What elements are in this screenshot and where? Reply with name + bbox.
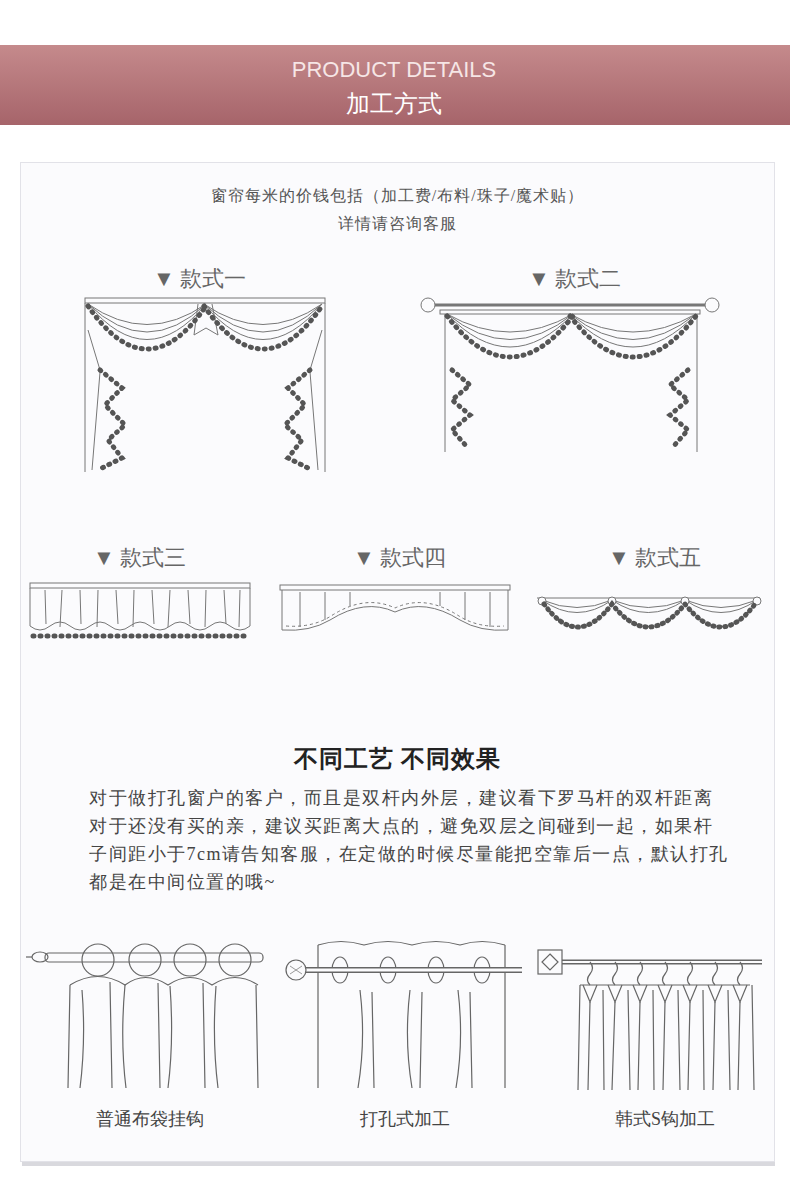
method-caption: 打孔式加工	[360, 1107, 450, 1131]
s-hook-curtain	[538, 950, 762, 1090]
service-note: 详情请咨询客服	[21, 214, 774, 235]
valance-style-three	[30, 583, 250, 630]
style-label: ▼ 款式五	[608, 543, 701, 573]
style-label: ▼ 款式四	[353, 543, 446, 573]
panel-ground	[20, 162, 775, 1162]
method-caption: 韩式S钩加工	[615, 1107, 715, 1131]
bead-fringe	[544, 604, 755, 627]
bead-fringe	[33, 634, 248, 639]
bead-fringe	[447, 316, 696, 448]
style-label: ▼ 款式一	[153, 264, 246, 294]
style-label: ▼ 款式三	[93, 543, 186, 573]
method-caption: 普通布袋挂钩	[96, 1107, 204, 1131]
advice-paragraph: 对于还没有买的亲，建议买距离大点的，避免双层之间碰到一起，如果杆子间距小于7cm…	[89, 812, 729, 896]
advice-paragraph: 对于做打孔窗户的客户，而且是双杆内外层，建议看下罗马杆的双杆距离	[89, 784, 729, 812]
valance-style-one	[85, 298, 325, 472]
valance-style-two	[421, 298, 719, 452]
valance-style-four	[280, 585, 510, 630]
grommet-curtain	[318, 942, 505, 1089]
header-band: PRODUCT DETAILS 加工方式	[0, 45, 790, 125]
style-label: ▼ 款式二	[528, 264, 621, 294]
header-english: PRODUCT DETAILS	[0, 57, 788, 83]
detail-panel: 窗帘每米的价钱包括（加工费/布料/珠子/魔术贴） 详情请咨询客服不同工艺 不同效果…	[20, 162, 775, 1162]
header-title: 加工方式	[0, 88, 788, 120]
section-heading: 不同工艺 不同效果	[21, 743, 774, 775]
price-note: 窗帘每米的价钱包括（加工费/布料/珠子/魔术贴）	[21, 186, 774, 207]
bead-fringe	[88, 306, 322, 470]
ring-rod-curtain	[26, 944, 263, 1088]
grommet-rod	[286, 960, 522, 980]
valance-style-five	[537, 597, 761, 613]
